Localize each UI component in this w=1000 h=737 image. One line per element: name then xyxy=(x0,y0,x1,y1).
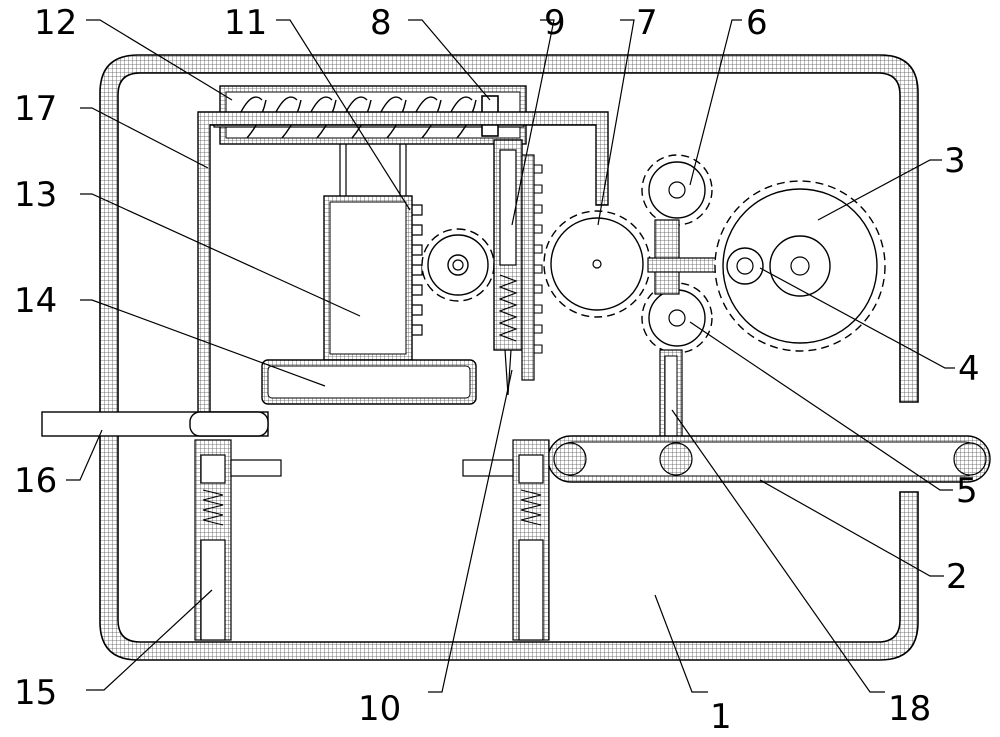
label-7: 7 xyxy=(636,3,658,43)
frame-1 xyxy=(99,54,919,661)
conveyor-2 xyxy=(547,435,991,483)
plate-14 xyxy=(261,359,477,405)
gear-4 xyxy=(726,247,764,285)
label-4: 4 xyxy=(958,349,980,389)
label-8: 8 xyxy=(370,3,392,43)
gear-11 xyxy=(421,228,495,302)
label-10: 10 xyxy=(358,689,401,729)
label-12: 12 xyxy=(34,3,77,43)
cutter-9-10 xyxy=(493,139,543,396)
label-5: 5 xyxy=(956,471,978,511)
label-11: 11 xyxy=(224,3,267,43)
label-2: 2 xyxy=(946,557,968,597)
gear-3 xyxy=(714,180,886,352)
label-6: 6 xyxy=(746,3,768,43)
column-15 xyxy=(194,439,282,641)
label-1: 1 xyxy=(710,697,732,737)
leader-lines xyxy=(66,19,955,693)
label-17: 17 xyxy=(14,89,57,129)
block-13 xyxy=(323,144,423,361)
bar-16 xyxy=(41,411,269,437)
label-3: 3 xyxy=(944,141,966,181)
gear-7 xyxy=(543,210,651,318)
label-16: 16 xyxy=(14,461,57,501)
label-15: 15 xyxy=(14,673,57,713)
link-18 xyxy=(647,219,759,441)
label-18: 18 xyxy=(888,689,931,729)
gear-6 xyxy=(641,154,713,226)
gear-5 xyxy=(641,282,713,354)
column-right xyxy=(462,439,550,641)
part-labels: 12 11 8 9 7 6 3 4 5 2 18 1 10 15 16 14 1… xyxy=(14,3,980,737)
label-13: 13 xyxy=(14,175,57,215)
label-9: 9 xyxy=(544,3,566,43)
label-14: 14 xyxy=(14,281,57,321)
